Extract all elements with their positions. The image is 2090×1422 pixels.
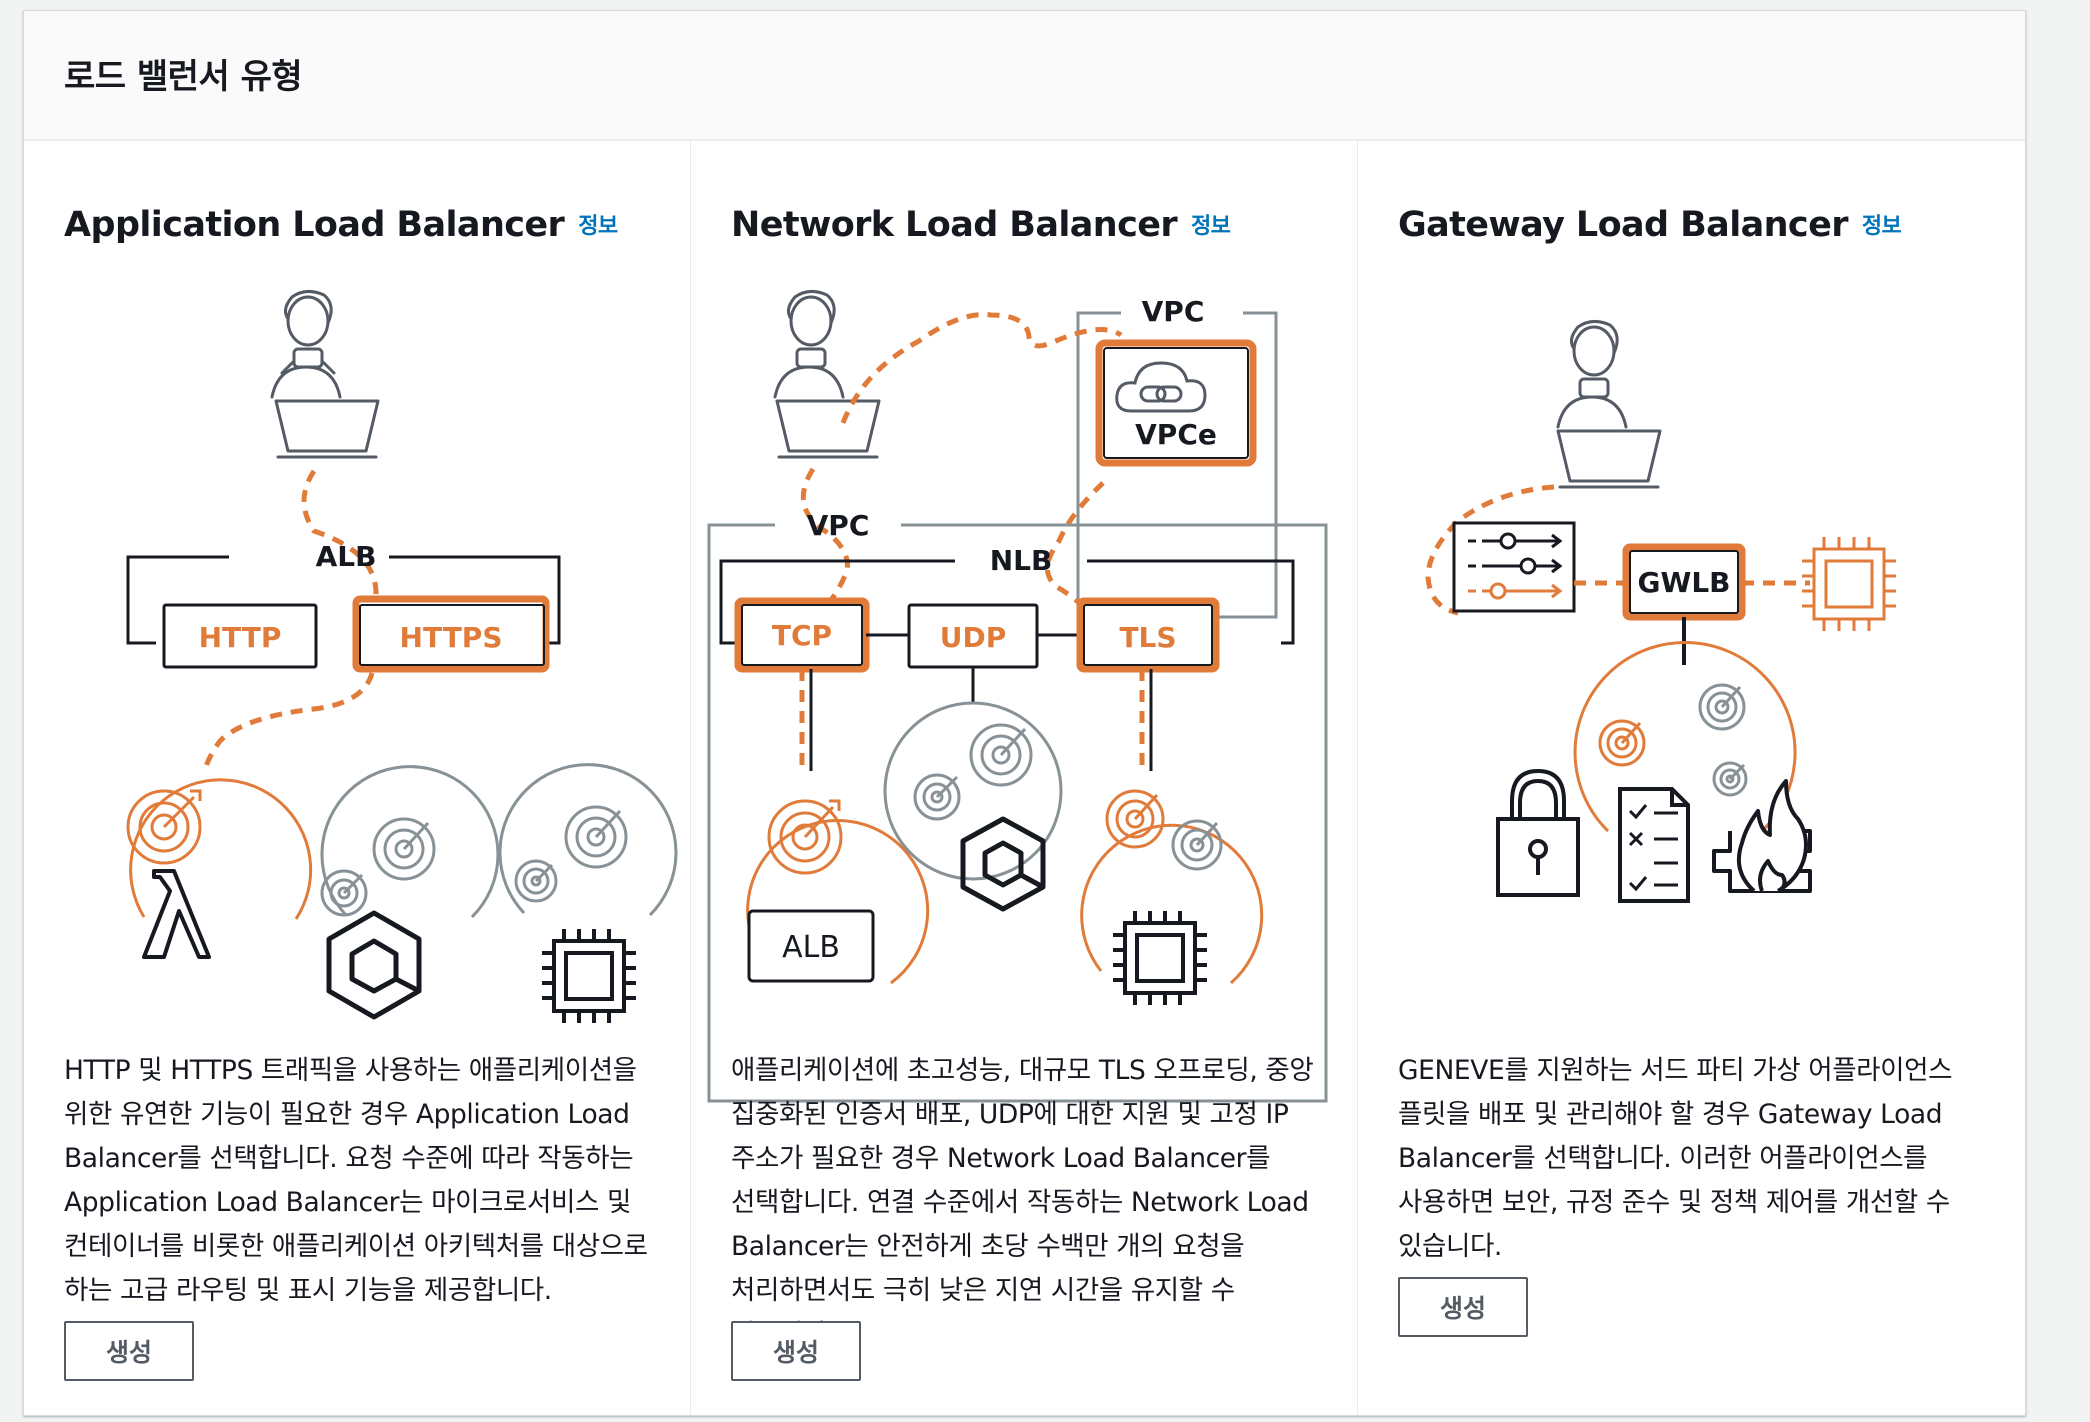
nlb-udp-label: UDP	[940, 621, 1007, 654]
appliance-settings-icon	[1452, 521, 1576, 613]
target-icon	[126, 789, 202, 865]
alb-https-label: HTTPS	[400, 621, 503, 654]
instance-target-group	[498, 763, 678, 1023]
chip-icon	[1802, 537, 1896, 631]
target-icon	[767, 799, 843, 875]
firewall-icon	[1712, 779, 1812, 893]
nlb-tls-label: TLS	[1119, 621, 1176, 654]
target-icon	[1105, 789, 1165, 849]
target-icon	[1171, 819, 1223, 871]
gwlb-diagram: GWLB	[1425, 320, 1896, 903]
target-icon	[514, 805, 628, 903]
chip-icon	[1113, 911, 1207, 1005]
cloud-link-icon	[1115, 361, 1207, 413]
checklist-icon	[1618, 787, 1690, 903]
user-laptop-icon	[773, 290, 881, 459]
chip-icon	[542, 929, 636, 1023]
security-target-group	[1573, 640, 1797, 835]
alb-https-box	[352, 595, 550, 673]
gwlb-create-button[interactable]: 생성	[1398, 1277, 1528, 1337]
alb-target-label: ALB	[782, 930, 840, 965]
nlb-vpc-label: VPC	[807, 509, 870, 542]
nlb-group-label: NLB	[990, 544, 1053, 577]
target-icon	[913, 723, 1033, 821]
load-balancer-types-panel: 로드 밸런서 유형 Application Load Balancer 정보 AL…	[23, 10, 2026, 1416]
user-laptop-icon	[270, 290, 380, 459]
nlb-info-link[interactable]: 정보	[1191, 214, 1231, 239]
lambda-target-group	[126, 778, 313, 959]
nlb-vpc-top-label: VPC	[1142, 295, 1205, 328]
instance-target-group	[1080, 789, 1264, 1005]
target-icon	[1598, 719, 1646, 767]
container-target-group	[320, 765, 500, 1020]
nlb-diagram: VPC VPCe VPC NLB TCP	[707, 290, 1328, 1103]
container-target-group	[883, 701, 1063, 912]
alb-group-label: ALB	[316, 540, 377, 573]
container-icon	[960, 816, 1046, 912]
gwlb-info-link[interactable]: 정보	[1861, 214, 1902, 239]
nlb-tcp-label: TCP	[772, 619, 832, 652]
nlb-card: Network Load Balancer 정보 VPC VPCe	[691, 141, 1358, 1415]
gwlb-card: Gateway Load Balancer 정보	[1358, 141, 2024, 1415]
alb-create-button[interactable]: 생성	[64, 1321, 194, 1381]
alb-title: Application Load Balancer	[64, 205, 565, 245]
gwlb-title: Gateway Load Balancer	[1398, 205, 1848, 245]
alb-http-box	[162, 603, 318, 669]
gwlb-card-title-row: Gateway Load Balancer 정보	[1398, 205, 1902, 245]
alb-diagram: ALB HTTP HTTPS	[126, 290, 678, 1023]
target-icon	[320, 817, 436, 917]
panel-header: 로드 밸런서 유형	[24, 11, 2025, 141]
user-laptop-icon	[1556, 320, 1662, 489]
nlb-tls-box	[1076, 597, 1220, 673]
alb-target-box	[747, 909, 875, 983]
lock-icon	[1496, 768, 1580, 897]
alb-info-link[interactable]: 정보	[578, 214, 618, 239]
alb-target-group: ALB	[746, 799, 930, 985]
alb-http-label: HTTP	[199, 621, 282, 654]
alb-card-title-row: Application Load Balancer 정보	[64, 205, 618, 245]
vpce-label: VPCe	[1135, 418, 1217, 451]
lambda-icon	[142, 869, 211, 959]
nlb-title: Network Load Balancer	[731, 205, 1178, 245]
panel-title: 로드 밸런서 유형	[64, 57, 303, 97]
nlb-create-button[interactable]: 생성	[731, 1321, 861, 1381]
container-icon	[326, 910, 422, 1020]
alb-card: Application Load Balancer 정보 ALB HTTP	[24, 141, 691, 1415]
alb-description: HTTP 및 HTTPS 트래픽을 사용하는 애플리케이션을 위한 유연한 기능…	[64, 1055, 648, 1306]
gwlb-label: GWLB	[1637, 566, 1730, 599]
nlb-description: 애플리케이션에 초고성능, 대규모 TLS 오프로딩, 중앙 집중화된 인증서 …	[731, 1055, 1314, 1350]
nlb-card-title-row: Network Load Balancer 정보	[731, 205, 1231, 245]
target-icon	[1698, 683, 1748, 797]
gwlb-description: GENEVE를 지원하는 서드 파티 가상 어플라이언스 플릿을 배포 및 관리…	[1398, 1055, 1953, 1262]
